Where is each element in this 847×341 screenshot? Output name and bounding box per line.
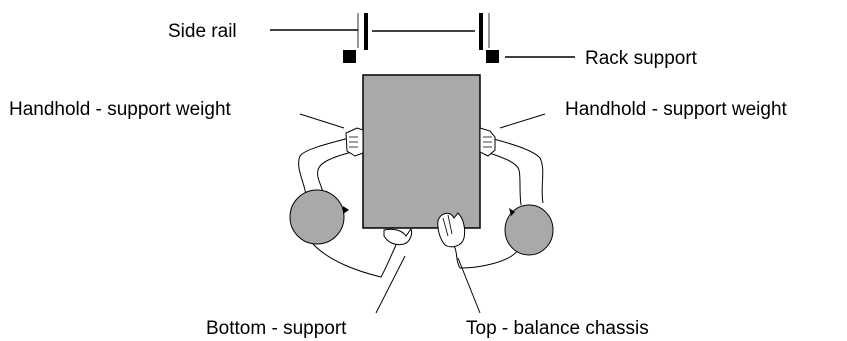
top-balance-leader <box>457 257 481 314</box>
handhold-right-leader <box>499 113 546 129</box>
side-rail-left <box>357 13 368 50</box>
handhold-right-label: Handhold - support weight <box>565 99 788 120</box>
rack-support-left <box>343 50 356 63</box>
left-person-head <box>289 189 345 245</box>
rack-support-right <box>486 50 499 63</box>
chassis <box>362 74 481 229</box>
right-person-head <box>504 204 554 256</box>
left-person <box>298 127 413 278</box>
rack-support-label: Rack support <box>585 48 698 69</box>
right-person-nose <box>509 208 515 216</box>
handhold-left-leader <box>299 113 345 129</box>
side-rail-right <box>479 13 490 50</box>
bottom-support-label: Bottom - support <box>206 318 347 339</box>
right-person <box>437 127 544 269</box>
left-person-nose <box>343 206 349 214</box>
top-balance-label: Top - balance chassis <box>466 318 649 339</box>
handhold-left-label: Handhold - support weight <box>9 99 232 120</box>
side-rail-label: Side rail <box>168 21 237 42</box>
bottom-support-leader <box>375 255 406 314</box>
